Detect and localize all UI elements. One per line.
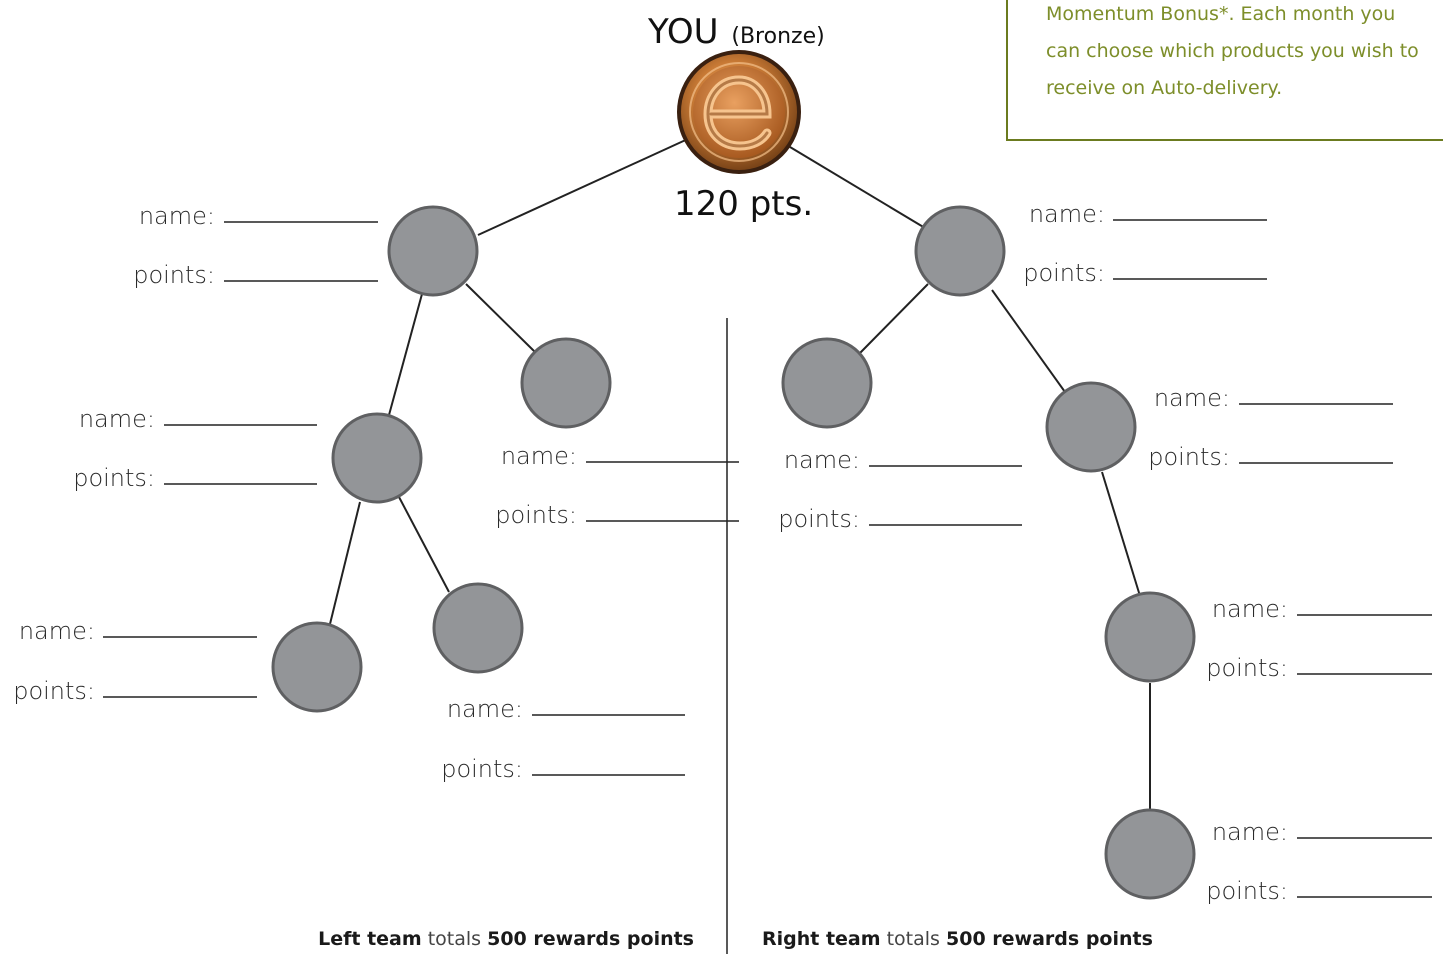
name-label: name: bbox=[18, 617, 95, 645]
callout-text: Momentum Bonus*. Each month you can choo… bbox=[1046, 3, 1419, 99]
name-label: name: bbox=[78, 405, 155, 433]
points-label: points: bbox=[1206, 654, 1288, 682]
points-label: points: bbox=[495, 501, 577, 529]
connector-left-child bbox=[329, 501, 361, 625]
right-team-points: 500 rewards points bbox=[946, 928, 1153, 950]
member-node bbox=[520, 337, 612, 429]
left-team-total: Left team totals 500 rewards points bbox=[300, 928, 694, 950]
points-label: points: bbox=[73, 464, 155, 492]
name-label: name: bbox=[1211, 595, 1288, 623]
name-label: name: bbox=[1153, 384, 1230, 412]
tree-connectors bbox=[329, 137, 1151, 810]
points-label: points: bbox=[13, 677, 95, 705]
member-node bbox=[1045, 381, 1137, 473]
connector-left-child bbox=[465, 283, 536, 353]
member-node bbox=[271, 621, 363, 713]
member-node bbox=[331, 412, 423, 504]
member-node bbox=[914, 205, 1006, 297]
right-team-label: Right team bbox=[762, 928, 881, 950]
right-team-middle: totals bbox=[886, 928, 940, 950]
connector-root-left bbox=[477, 137, 691, 236]
connector-right-child bbox=[1101, 471, 1141, 597]
connector-left-child bbox=[388, 293, 423, 416]
left-team-label: Left team bbox=[318, 928, 422, 950]
points-label: points: bbox=[133, 261, 215, 289]
name-label: name: bbox=[783, 446, 860, 474]
name-label: name: bbox=[138, 202, 215, 230]
points-label: points: bbox=[1206, 877, 1288, 905]
name-label: name: bbox=[446, 695, 523, 723]
left-team-middle: totals bbox=[427, 928, 482, 950]
points-label: points: bbox=[441, 755, 523, 783]
root-label: YOU bbox=[648, 12, 719, 52]
points-label: points: bbox=[1148, 443, 1230, 471]
points-label: points: bbox=[1023, 259, 1105, 287]
name-label: name: bbox=[1028, 200, 1105, 228]
info-callout: Momentum Bonus*. Each month you can choo… bbox=[1006, 0, 1443, 141]
root-rank: (Bronze) bbox=[731, 24, 825, 49]
points-label: points: bbox=[778, 505, 860, 533]
connector-right-child bbox=[991, 289, 1066, 393]
connector-left-child bbox=[398, 496, 450, 593]
root-points: 120 pts. bbox=[674, 184, 814, 224]
right-team-total: Right team totals 500 rewards points bbox=[762, 928, 1182, 950]
member-node bbox=[387, 205, 479, 297]
left-team-points: 500 rewards points bbox=[487, 928, 694, 950]
name-label: name: bbox=[500, 442, 577, 470]
connector-right-child bbox=[859, 283, 929, 354]
connector-root-right bbox=[789, 146, 926, 229]
e-logo-coin-icon bbox=[677, 50, 801, 174]
member-node bbox=[432, 582, 524, 674]
member-node bbox=[781, 337, 873, 429]
member-nodes bbox=[271, 205, 1196, 900]
member-node bbox=[1104, 808, 1196, 900]
fill-in-lines bbox=[103, 219, 1432, 898]
name-label: name: bbox=[1211, 818, 1288, 846]
member-node bbox=[1104, 591, 1196, 683]
root-title: YOU (Bronze) bbox=[648, 12, 825, 57]
